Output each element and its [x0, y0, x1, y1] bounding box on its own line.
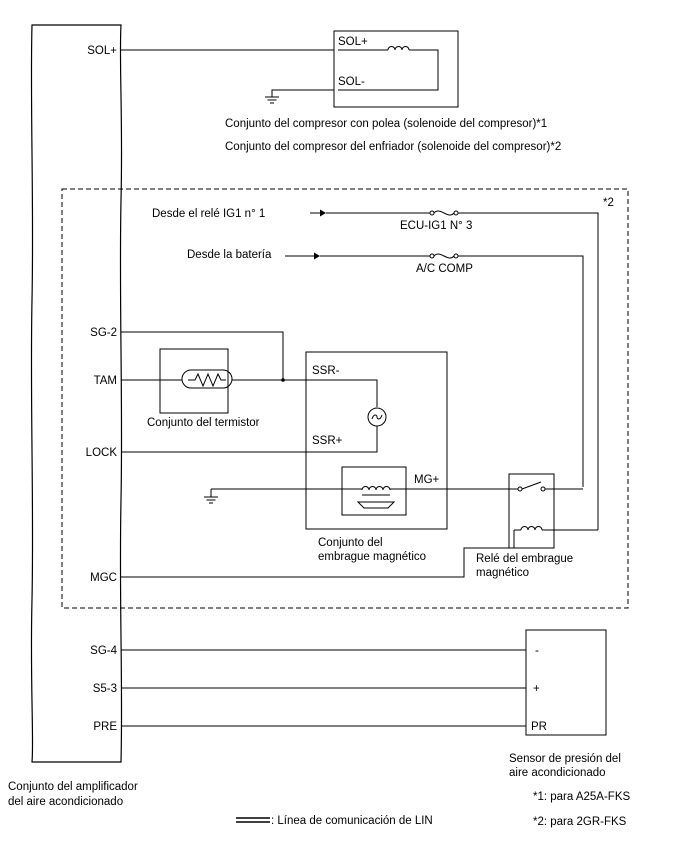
compressor-box [333, 30, 459, 108]
pin-mgc: MGC [90, 572, 117, 584]
ground-icon [265, 96, 279, 104]
note-1: *1: para A25A-FKS [533, 791, 630, 803]
clutch-ssr-minus: SSR- [312, 365, 340, 377]
relay-coil-icon [520, 526, 543, 531]
thermistor-label: Conjunto del termistor [147, 417, 260, 429]
ig1-supply-label: Desde el relé IG1 n° 1 [152, 208, 265, 220]
pin-sol-plus: SOL+ [87, 45, 117, 57]
compressor-coil-icon [387, 46, 410, 51]
sensor-pr: PR [531, 721, 547, 733]
amplifier-label-line1: Conjunto del amplificador [8, 781, 138, 793]
relay-switch-icon [521, 481, 542, 490]
relay-box [508, 473, 555, 549]
sensor-minus: - [535, 645, 539, 657]
pin-s53: S5-3 [93, 683, 117, 695]
compressor-sol-plus: SOL+ [338, 36, 368, 48]
ig1-fuse-label: ECU-IG1 N° 3 [400, 220, 472, 232]
variant-region-tag: *2 [603, 197, 614, 209]
clutch-label-line1: Conjunto del [318, 537, 383, 549]
pin-sg4: SG-4 [90, 645, 117, 657]
amplifier-label-line2: del aire acondicionado [8, 796, 123, 808]
sg2-wire [121, 331, 284, 380]
relay-label-line2: magnético [476, 567, 529, 579]
pin-pre: PRE [93, 721, 117, 733]
clutch-ssr-plus: SSR+ [312, 435, 343, 447]
pin-lock: LOCK [86, 447, 118, 459]
variant-region [61, 188, 629, 609]
lock-wire [121, 426, 378, 453]
thermistor-box [159, 348, 229, 414]
compressor-caption-2: Conjunto del compresor del enfriador (so… [225, 141, 561, 153]
compressor-sol-minus: SOL- [338, 76, 365, 88]
battery-supply-label: Desde la batería [187, 249, 272, 261]
clutch-coil-icon [361, 486, 391, 491]
clutch-mg-plus: MG+ [414, 474, 440, 486]
sensor-label-line1: Sensor de presión del [509, 753, 621, 765]
thermistor-element-icon [181, 369, 233, 389]
compressor-caption-1: Conjunto del compresor con polea (soleno… [225, 118, 547, 130]
lin-legend-label: : Línea de comunicación de LIN [271, 815, 433, 827]
ground-icon [204, 496, 218, 504]
clutch-label-line2: embrague magnético [318, 551, 426, 563]
pressure-sensor-box [525, 629, 607, 736]
sensor-plus: + [533, 683, 540, 695]
note-2: *2: para 2GR-FKS [533, 816, 627, 828]
relay-label-line1: Relé del embrague [476, 553, 573, 565]
pin-sg2: SG-2 [90, 327, 117, 339]
amplifier-box [30, 24, 123, 763]
clutch-box [305, 351, 448, 530]
pin-tam: TAM [94, 375, 117, 387]
battery-fuse-label: A/C COMP [416, 263, 473, 275]
sensor-label-line2: aire acondicionado [509, 767, 606, 779]
fuse-icon [429, 210, 459, 216]
mgc-wire [121, 547, 514, 578]
fuse-icon [429, 253, 459, 259]
clutch-coil-box [341, 466, 407, 516]
arrow-icon [314, 252, 320, 260]
lin-legend-icon [236, 817, 270, 823]
arrow-icon [320, 209, 326, 217]
